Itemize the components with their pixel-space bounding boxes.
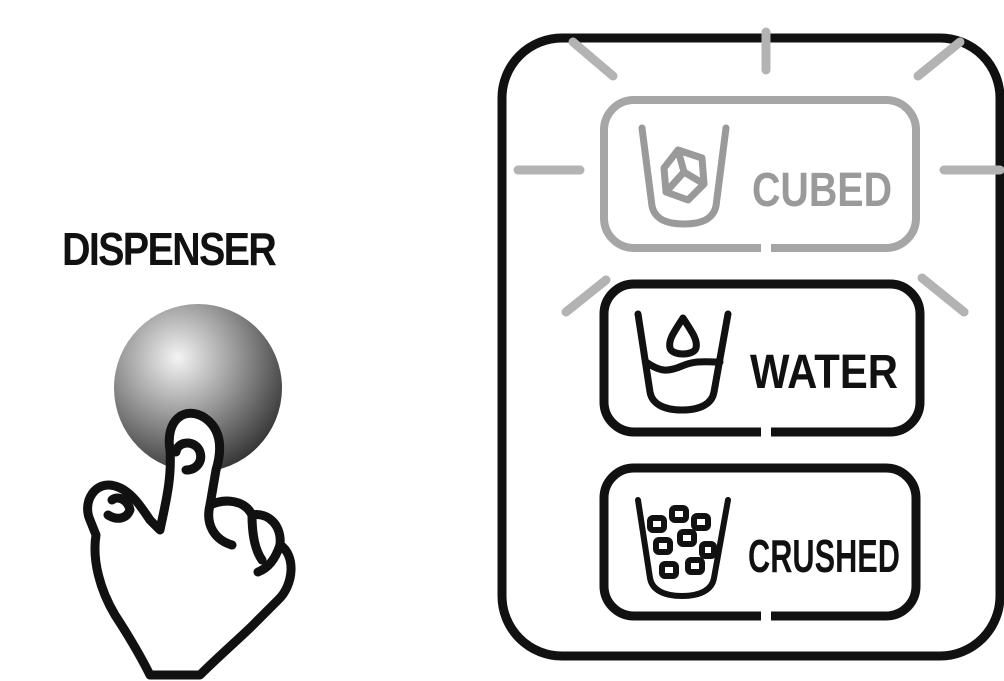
crushed-button[interactable]: CRUSHED — [604, 468, 916, 624]
cubed-button[interactable]: CUBED — [604, 100, 916, 256]
water-button[interactable]: WATER — [604, 284, 920, 440]
cubed-label: CUBED — [752, 164, 892, 217]
pointing-hand-icon — [88, 413, 291, 675]
crushed-label: CRUSHED — [748, 530, 900, 582]
water-label: WATER — [750, 346, 898, 399]
